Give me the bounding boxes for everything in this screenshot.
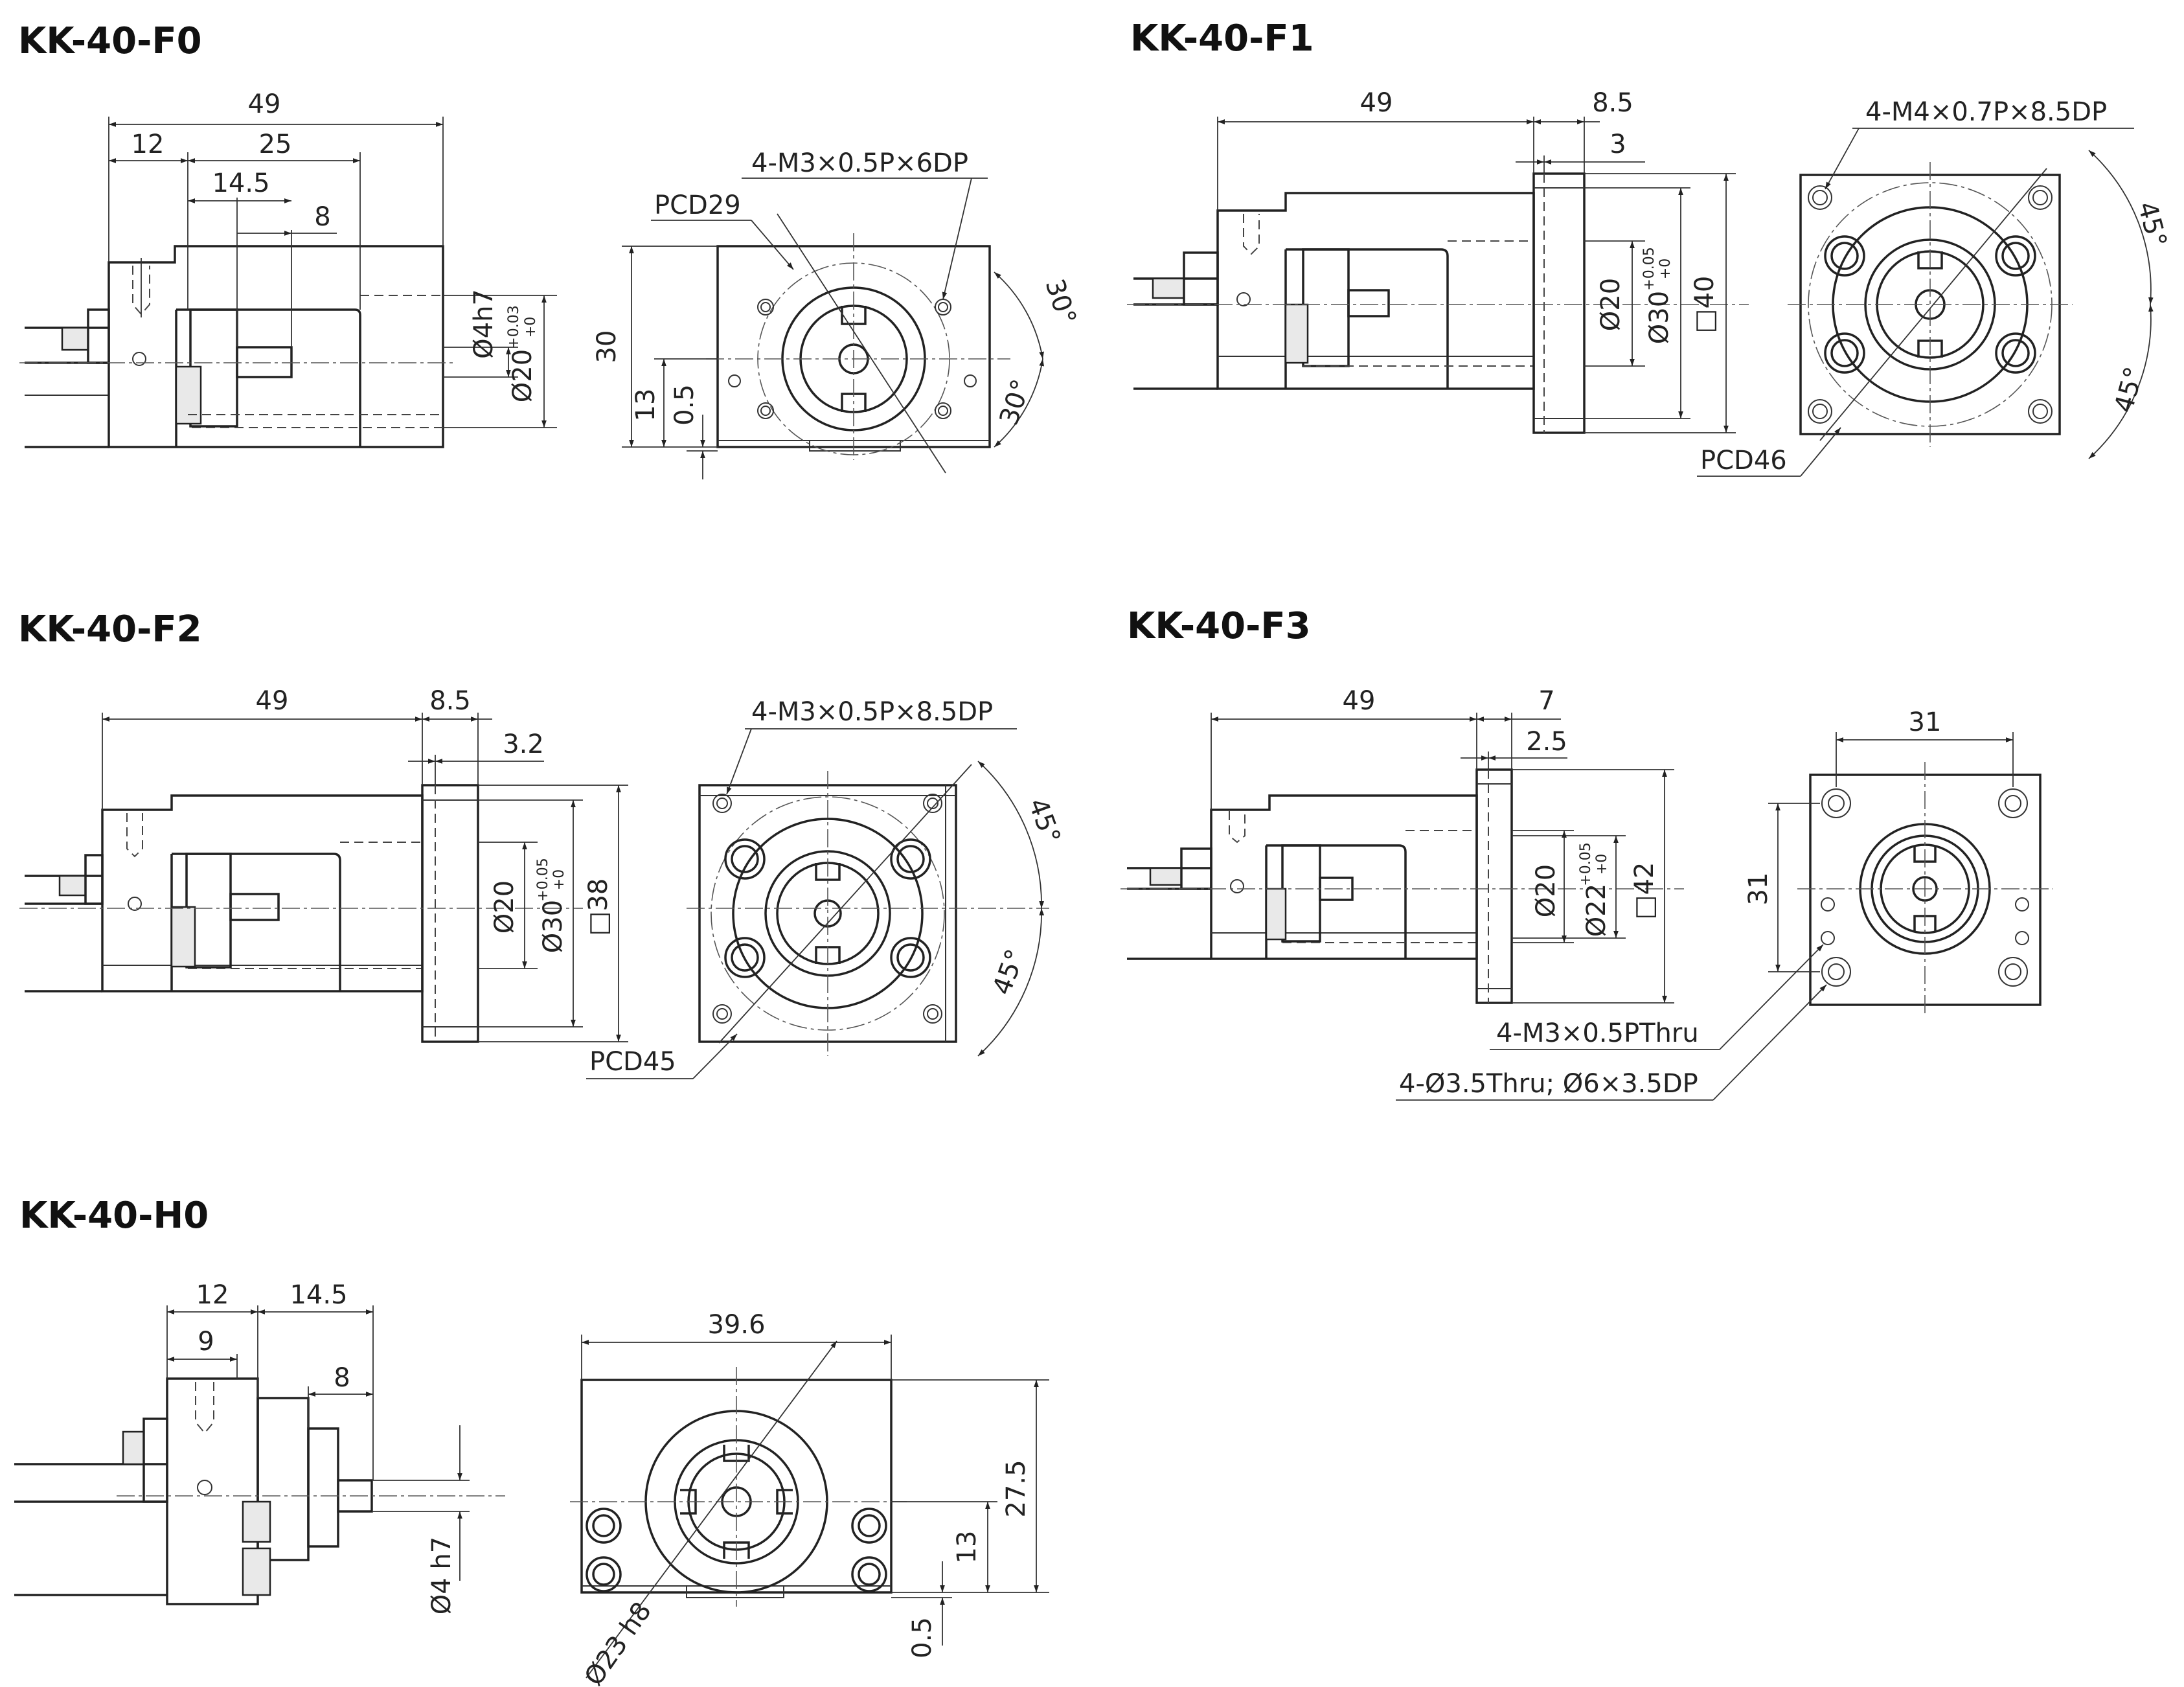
f1-side-view: 49 8.5 3 Ø20 Ø30 +0.05 +0 □40	[1127, 88, 1749, 434]
h0-dim-0-5: 0.5	[907, 1617, 937, 1658]
f3-dim-phi20: Ø20	[1531, 864, 1561, 917]
h0-dim-14-5: 14.5	[290, 1280, 347, 1310]
section-kk-40-h0: KK-40-H0 12 14	[14, 1195, 1049, 1687]
f0-dim-25: 25	[259, 130, 292, 159]
h0-dim-39-6: 39.6	[707, 1310, 765, 1340]
f2-tol-lower: +0	[551, 869, 567, 890]
f0-dim-12: 12	[131, 130, 165, 159]
section-title-f3: KK-40-F3	[1127, 605, 1311, 647]
section-kk-40-f0: KK-40-F0	[18, 20, 1082, 479]
f0-pcd-label: PCD29	[654, 190, 741, 220]
f3-dim-phi22: Ø22	[1582, 884, 1611, 937]
f0-thread-label: 4-M3×0.5P×6DP	[751, 148, 968, 178]
f3-dim-2-5: 2.5	[1526, 727, 1567, 757]
f2-dim-sq38: □38	[584, 878, 613, 936]
f3-thread-label: 4-M3×0.5PThru	[1496, 1018, 1699, 1048]
f2-side-view: 49 8.5 3.2 Ø20 Ø30 +0.05 +0 □38	[19, 686, 628, 1043]
f2-pcd-label: PCD45	[589, 1047, 676, 1077]
section-kk-40-f1: KK-40-F1	[1127, 17, 2172, 477]
f3-dim-w31: 31	[1909, 707, 1942, 737]
f3-side-view: 49 7 2.5 Ø20 Ø22 +0.05 +0 □42	[1120, 686, 1684, 1004]
f3-tol-upper: +0.05	[1578, 842, 1594, 886]
f0-angle-top: 30°	[1040, 275, 1082, 328]
section-title-f0: KK-40-F0	[18, 20, 202, 62]
f0-dim-phi4h7: Ø4h7	[469, 289, 499, 359]
f3-holes-label: 4-Ø3.5Thru; Ø6×3.5DP	[1399, 1069, 1698, 1099]
f0-dim-30: 30	[592, 330, 622, 363]
section-kk-40-f2: KK-40-F2	[18, 608, 1066, 1079]
section-title-f2: KK-40-F2	[18, 608, 202, 650]
f1-angle-bottom: 45°	[2109, 363, 2150, 415]
f0-tol-lower: +0	[523, 317, 539, 338]
f0-front-view: 30 13 0.5 4-M3×0.5P×6DP PCD29 30° 30°	[592, 148, 1082, 479]
f1-dim-3: 3	[1610, 130, 1626, 159]
f2-angle-bottom: 45°	[987, 945, 1030, 998]
f1-thread-label: 4-M4×0.7P×8.5DP	[1865, 97, 2107, 127]
h0-dim-8: 8	[334, 1363, 350, 1393]
f2-dim-8-5: 8.5	[429, 686, 471, 716]
f1-angle-top: 45°	[2132, 198, 2172, 250]
f3-front-view: 31 31 4-M3×0.5PThru 4-Ø3.5Thru; Ø6×3.5DP	[1396, 707, 2053, 1101]
section-title-f1: KK-40-F1	[1130, 17, 1314, 60]
f3-dim-49: 49	[1343, 686, 1376, 716]
f2-thread-label: 4-M3×0.5P×8.5DP	[751, 697, 993, 727]
f0-dim-13: 13	[631, 389, 661, 422]
f0-tol-upper: +0.03	[506, 305, 522, 349]
f1-dim-phi30: Ø30	[1644, 291, 1674, 344]
f1-dim-sq40: □40	[1690, 276, 1720, 334]
f2-tol-upper: +0.05	[535, 858, 551, 901]
h0-dim-12: 12	[196, 1280, 229, 1310]
f2-dim-3-2: 3.2	[503, 729, 544, 759]
h0-side-view: 12 14.5 9 8 Ø4 h7	[14, 1280, 505, 1614]
h0-front-view: 39.6 27.5 13 0.5 Ø23 h8	[570, 1310, 1049, 1687]
f1-dim-8-5: 8.5	[1592, 88, 1633, 118]
f0-dim-49: 49	[248, 89, 281, 119]
h0-dim-9: 9	[198, 1327, 214, 1357]
f3-dim-sq42: □42	[1630, 862, 1659, 920]
h0-dim-13: 13	[952, 1531, 982, 1564]
f2-angle-top: 45°	[1022, 794, 1065, 847]
section-title-h0: KK-40-H0	[19, 1195, 209, 1237]
f0-side-view: 49 12 25 14.5 8 Ø4h7 Ø20 +0.03 +0	[19, 89, 557, 448]
h0-dim-27-5: 27.5	[1001, 1460, 1031, 1517]
f0-angle-bottom: 30°	[994, 376, 1037, 429]
f3-tol-lower: +0	[1594, 854, 1610, 875]
f0-dim-phi20: Ø20	[508, 349, 538, 402]
section-kk-40-f3: KK-40-F3	[1120, 605, 2053, 1101]
h0-dim-phi23h8: Ø23 h8	[579, 1597, 657, 1687]
f1-tol-lower: +0	[1657, 258, 1674, 279]
f2-dim-phi30: Ø30	[538, 900, 568, 953]
f1-front-view: 4-M4×0.7P×8.5DP PCD46 45° 45°	[1697, 97, 2172, 477]
f2-dim-49: 49	[256, 686, 289, 716]
h0-dim-phi4h7: Ø4 h7	[427, 1537, 457, 1614]
f3-dim-7: 7	[1538, 686, 1554, 716]
f2-dim-phi20: Ø20	[490, 880, 519, 934]
f1-dim-phi20: Ø20	[1596, 278, 1626, 331]
f0-dim-0-5: 0.5	[670, 384, 700, 426]
f0-dim-14-5: 14.5	[212, 168, 269, 198]
f1-pcd-label: PCD46	[1700, 446, 1787, 476]
f1-dim-49: 49	[1360, 88, 1393, 118]
f2-front-view: 4-M3×0.5P×8.5DP PCD45 45° 45°	[586, 697, 1066, 1079]
f1-tol-upper: +0.05	[1641, 247, 1657, 290]
f0-dim-8: 8	[314, 202, 330, 232]
f3-dim-h31: 31	[1744, 873, 1773, 906]
